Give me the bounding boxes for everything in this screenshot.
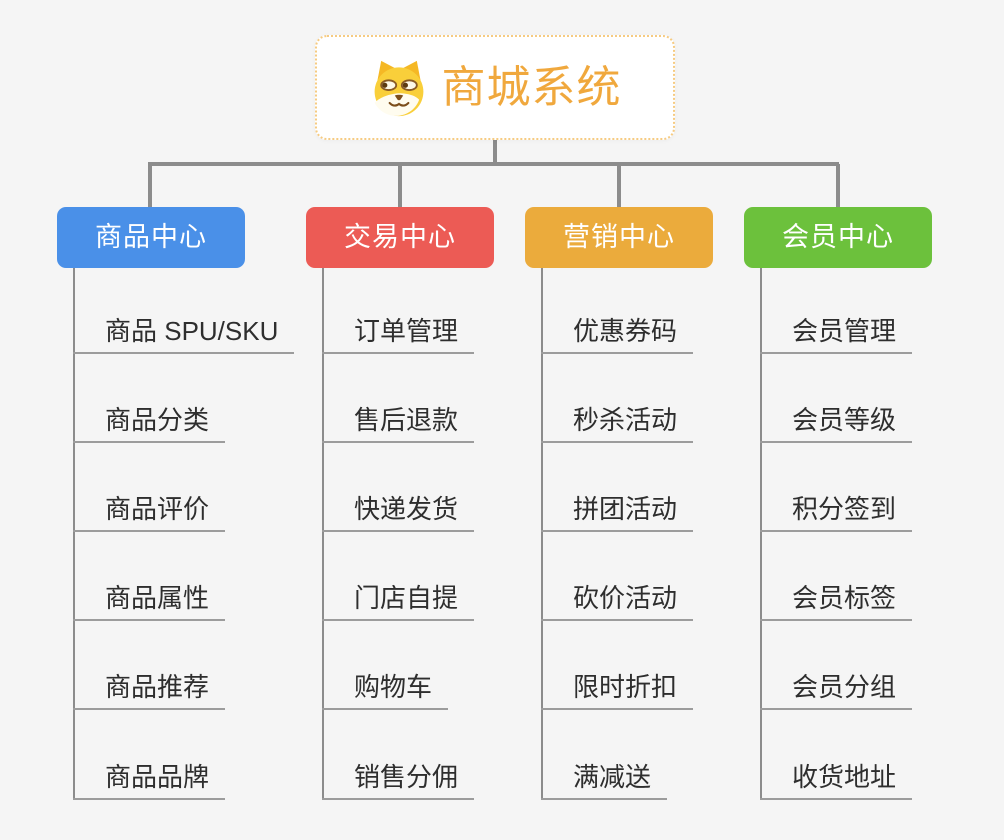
topic-item[interactable]: 售后退款: [322, 397, 475, 443]
topic-item[interactable]: 积分签到: [760, 486, 913, 532]
branch-label: 交易中心: [344, 222, 456, 252]
topic-item[interactable]: 门店自提: [322, 575, 475, 621]
topic-item[interactable]: 秒杀活动: [541, 397, 694, 443]
topic-item[interactable]: 拼团活动: [541, 486, 694, 532]
branch-column-member-center: 会员中心 会员管理 会员等级 积分签到 会员标签 会员分组 收货地址: [744, 207, 1004, 800]
branch-connector-line: [322, 268, 324, 800]
topic-item[interactable]: 订单管理: [322, 308, 475, 354]
branch-label: 营销中心: [563, 222, 675, 252]
topic-item[interactable]: 砍价活动: [541, 575, 694, 621]
topic-item[interactable]: 满减送: [541, 754, 668, 800]
topic-item[interactable]: 商品分类: [73, 397, 226, 443]
topic-item[interactable]: 会员管理: [760, 308, 913, 354]
branch-connector-line: [541, 268, 543, 800]
topic-item[interactable]: 会员等级: [760, 397, 913, 443]
topic-item[interactable]: 商品 SPU/SKU: [73, 308, 295, 354]
branch-node-trade-center[interactable]: 交易中心: [306, 207, 494, 268]
branch-connector-line: [760, 268, 762, 800]
branch-connector-line: [73, 268, 75, 800]
topic-item[interactable]: 限时折扣: [541, 664, 694, 710]
connector-horizontal: [148, 162, 839, 166]
topic-item[interactable]: 商品品牌: [73, 754, 226, 800]
branch-node-marketing-center[interactable]: 营销中心: [525, 207, 713, 268]
topic-item[interactable]: 会员标签: [760, 575, 913, 621]
topic-item[interactable]: 商品评价: [73, 486, 226, 532]
connector-branch-stub: [836, 164, 840, 207]
root-title: 商城系统: [441, 62, 622, 112]
branch-label: 会员中心: [782, 222, 894, 252]
topic-item[interactable]: 购物车: [322, 664, 449, 710]
topic-item[interactable]: 会员分组: [760, 664, 913, 710]
dog-face-icon: [369, 60, 423, 118]
branch-node-member-center[interactable]: 会员中心: [744, 207, 932, 268]
connector-root-stub: [493, 140, 497, 164]
topic-item[interactable]: 快递发货: [322, 486, 475, 532]
topic-item[interactable]: 销售分佣: [322, 754, 475, 800]
branch-column-trade-center: 交易中心 订单管理 售后退款 快递发货 门店自提 购物车 销售分佣: [306, 207, 586, 800]
topic-item[interactable]: 商品属性: [73, 575, 226, 621]
branch-label: 商品中心: [95, 222, 207, 252]
connector-branch-stub: [398, 164, 402, 207]
branch-column-product-center: 商品中心 商品 SPU/SKU 商品分类 商品评价 商品属性 商品推荐 商品品牌: [57, 207, 337, 800]
root-node[interactable]: 商城系统: [315, 35, 675, 140]
branch-node-product-center[interactable]: 商品中心: [57, 207, 245, 268]
topic-item[interactable]: 优惠券码: [541, 308, 694, 354]
connector-branch-stub: [148, 164, 152, 207]
topic-item[interactable]: 商品推荐: [73, 664, 226, 710]
topic-item[interactable]: 收货地址: [760, 754, 913, 800]
branch-column-marketing-center: 营销中心 优惠券码 秒杀活动 拼团活动 砍价活动 限时折扣 满减送: [525, 207, 805, 800]
connector-branch-stub: [617, 164, 621, 207]
